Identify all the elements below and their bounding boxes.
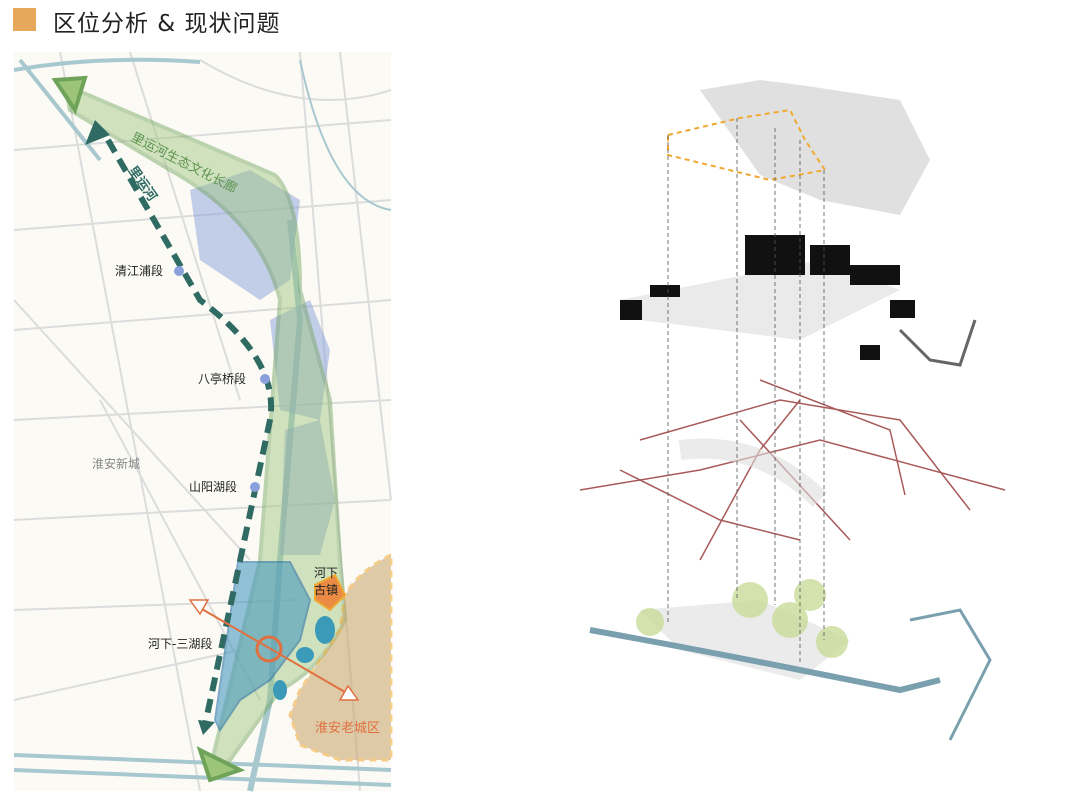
projection-lines: [667, 118, 825, 665]
corridor-arrow-north: [51, 75, 88, 115]
ancient-town-label: 河下: [314, 566, 338, 580]
axis-arrow: [194, 604, 351, 696]
lake: [296, 647, 314, 663]
old-city-area: [288, 552, 393, 762]
layer-water-green: [589, 579, 992, 741]
corridor-arrow-south: [196, 746, 246, 783]
segment-label: 河下-三湖段: [148, 636, 212, 651]
segment-dot: [174, 266, 184, 276]
canal-water: [247, 219, 304, 792]
segment-dot: [260, 374, 270, 384]
canal-dashed-arrow: [105, 138, 275, 726]
layer-buildings: [620, 235, 977, 367]
segment-label: 山阳湖段: [189, 479, 237, 494]
canal-arrow-head-south: [198, 720, 215, 735]
layer-context: [700, 80, 930, 215]
ancient-town-area: [314, 573, 347, 612]
segment-area-qingjiangpu: [190, 170, 300, 300]
segment-area-shanyang: [280, 420, 335, 555]
old-city-label: 淮安老城区: [315, 721, 380, 736]
layer-roads: [579, 379, 1006, 561]
site-outline: [667, 108, 827, 182]
district-label: 淮安新城: [92, 456, 140, 471]
lake: [273, 680, 287, 700]
title-swatch: [13, 8, 36, 31]
segment-label: 八亭桥段: [198, 371, 246, 386]
hexia-sanhu-area: [213, 561, 312, 732]
segment-area-bating: [270, 300, 330, 420]
canal-arrow-head-north: [85, 120, 110, 145]
segment-dot: [250, 482, 260, 492]
axis-arrow-head-se: [338, 684, 360, 701]
axis-arrow-head-nw: [188, 599, 210, 616]
location-map: 里运河生态文化长廊 里运河 清江浦段 八亭桥段 山阳湖段 河下-三湖段 淮安新城…: [13, 51, 393, 792]
lake: [315, 616, 335, 644]
page-title: 区位分析 & 现状问题: [53, 11, 281, 37]
ancient-town-label: 古镇: [314, 582, 338, 597]
exploded-axonometric: [579, 80, 1006, 741]
segment-label: 清江浦段: [115, 263, 163, 278]
node-circle: [255, 635, 283, 663]
